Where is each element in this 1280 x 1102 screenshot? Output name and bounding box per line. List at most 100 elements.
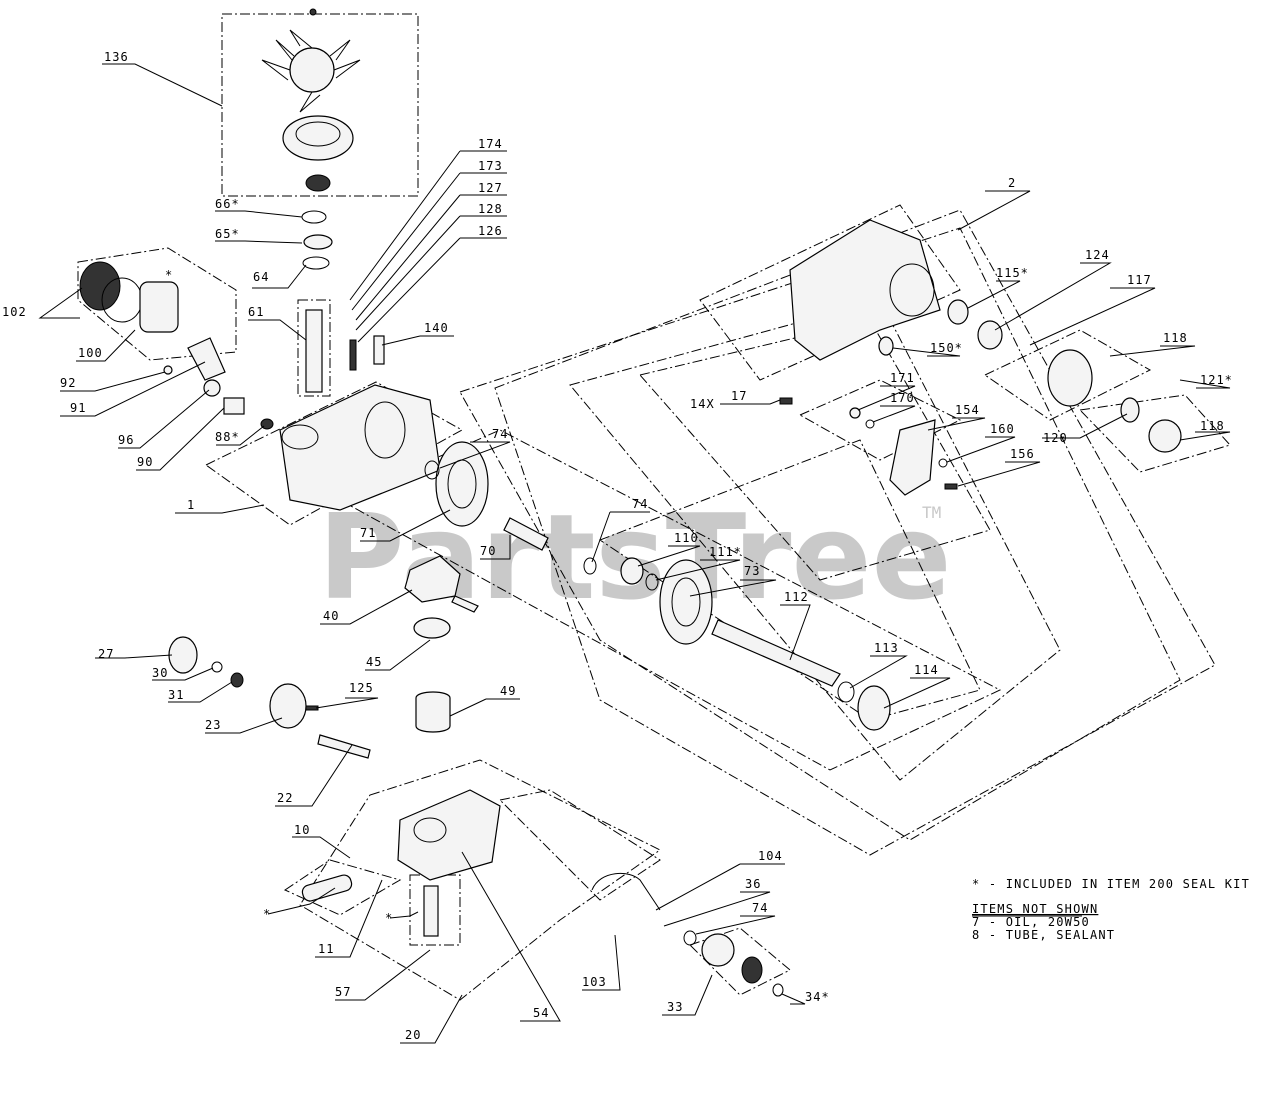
case-2-outline	[699, 204, 961, 381]
bracket-154-outline	[798, 379, 962, 461]
pin-126-icon	[349, 339, 357, 371]
callout-star-57: *	[385, 911, 393, 925]
leader-lines	[38, 63, 1231, 1044]
callout-star-102: *	[165, 268, 173, 282]
callout-111: 111*	[709, 545, 742, 559]
callout-173: 173	[478, 159, 503, 173]
callout-64: 64	[253, 270, 269, 284]
washer-74b-icon	[583, 557, 597, 575]
callout-121: 121*	[1200, 373, 1233, 387]
callout-120: 120	[1043, 431, 1068, 445]
callout-127: 127	[478, 181, 503, 195]
callout-92: 92	[60, 376, 76, 390]
callout-88: 88*	[215, 430, 240, 444]
filter-cap-icon	[79, 261, 121, 311]
callout-125: 125	[349, 681, 374, 695]
callout-102: 102	[2, 305, 27, 319]
spring-96-icon	[203, 379, 221, 397]
bolt-156-icon	[944, 483, 958, 490]
seal-27-icon	[168, 636, 198, 674]
callout-118a: 118	[1163, 331, 1188, 345]
gear-plate-33-icon	[701, 933, 735, 967]
tube-103-icon	[591, 872, 661, 911]
nut-92-icon	[163, 365, 173, 375]
washer-74-icon	[424, 460, 440, 480]
filter-11-icon	[301, 874, 353, 902]
callout-11: 11	[318, 942, 334, 956]
callout-1: 1	[187, 498, 195, 512]
callout-73: 73	[744, 564, 760, 578]
fitting-140-icon	[373, 335, 385, 365]
callout-91: 91	[70, 401, 86, 415]
shaft-22-icon	[317, 734, 371, 759]
seal-115-icon	[947, 299, 969, 325]
callout-126: 126	[478, 224, 503, 238]
callout-118b: 118	[1200, 419, 1225, 433]
input-shaft-61-icon	[305, 309, 323, 393]
item-7-note: 7 - OIL, 20W50	[972, 915, 1090, 929]
nut-171-icon	[849, 407, 861, 419]
shaft-70-icon	[503, 517, 549, 551]
callout-117: 117	[1127, 273, 1152, 287]
callout-124: 124	[1085, 248, 1110, 262]
axle-case-2-icon	[789, 219, 941, 361]
notes-block: * - INCLUDED IN ITEM 200 SEAL KIT ITEMS …	[972, 877, 1250, 942]
motor-block-49-icon	[415, 691, 451, 733]
callout-30: 30	[152, 666, 168, 680]
right-housing-outline-3	[569, 299, 1061, 781]
ring-111-icon	[645, 573, 659, 591]
gear-73-icon	[659, 559, 713, 645]
callout-154: 154	[955, 403, 980, 417]
callout-22: 22	[277, 791, 293, 805]
washer-74c-icon	[683, 930, 697, 946]
axle-112-icon	[711, 619, 841, 687]
callout-23: 23	[205, 718, 221, 732]
pulley-hub-icon	[305, 174, 331, 192]
callout-27: 27	[98, 647, 114, 661]
callout-96: 96	[118, 433, 134, 447]
callout-labels: 136 174 173 127 128 126 66* 65* 64 61 14…	[2, 50, 1233, 1042]
center-section-20-icon	[397, 789, 501, 881]
flange-124-icon	[977, 320, 1003, 350]
callout-171: 171	[890, 371, 915, 385]
callout-140: 140	[424, 321, 449, 335]
watermark-text: PartsTree	[318, 488, 952, 626]
callout-61: 61	[248, 305, 264, 319]
callout-112: 112	[784, 590, 809, 604]
right-housing-outline-4	[639, 319, 991, 581]
items-not-shown-heading: ITEMS NOT SHOWN	[972, 902, 1098, 916]
washer-160-icon	[938, 458, 948, 468]
callout-114: 114	[914, 663, 939, 677]
cylinder-block-23-icon	[269, 683, 307, 729]
bushing-90-icon	[223, 397, 245, 415]
pinion-33-icon	[741, 956, 763, 984]
callout-110: 110	[674, 531, 699, 545]
callout-66: 66*	[215, 197, 240, 211]
callout-36: 36	[745, 877, 761, 891]
seal-kit-note: * - INCLUDED IN ITEM 200 SEAL KIT	[972, 877, 1250, 891]
callout-170: 170	[890, 391, 915, 405]
callout-31: 31	[168, 688, 184, 702]
ring-113-icon	[837, 681, 855, 703]
callout-156: 156	[1010, 447, 1035, 461]
callout-10: 10	[294, 823, 310, 837]
cap-118-outline	[1078, 394, 1231, 473]
callout-74a: 74	[492, 427, 508, 441]
callout-65: 65*	[215, 227, 240, 241]
spring-31-icon	[230, 672, 244, 688]
callout-74c: 74	[752, 901, 768, 915]
callout-57: 57	[335, 985, 351, 999]
callout-14x: 14X	[690, 397, 715, 411]
callout-54: 54	[533, 1006, 549, 1020]
ring-34-icon	[772, 983, 784, 997]
bearing-110-icon	[620, 557, 644, 585]
callout-star-11: *	[263, 907, 271, 921]
callout-160: 160	[990, 422, 1015, 436]
bearing-45-icon	[413, 617, 451, 639]
shaft-61-outline	[297, 299, 331, 397]
washer-170-icon	[865, 419, 875, 429]
callout-71: 71	[360, 526, 376, 540]
seal-150-icon	[878, 336, 894, 356]
filter-kit-outline	[77, 247, 237, 361]
